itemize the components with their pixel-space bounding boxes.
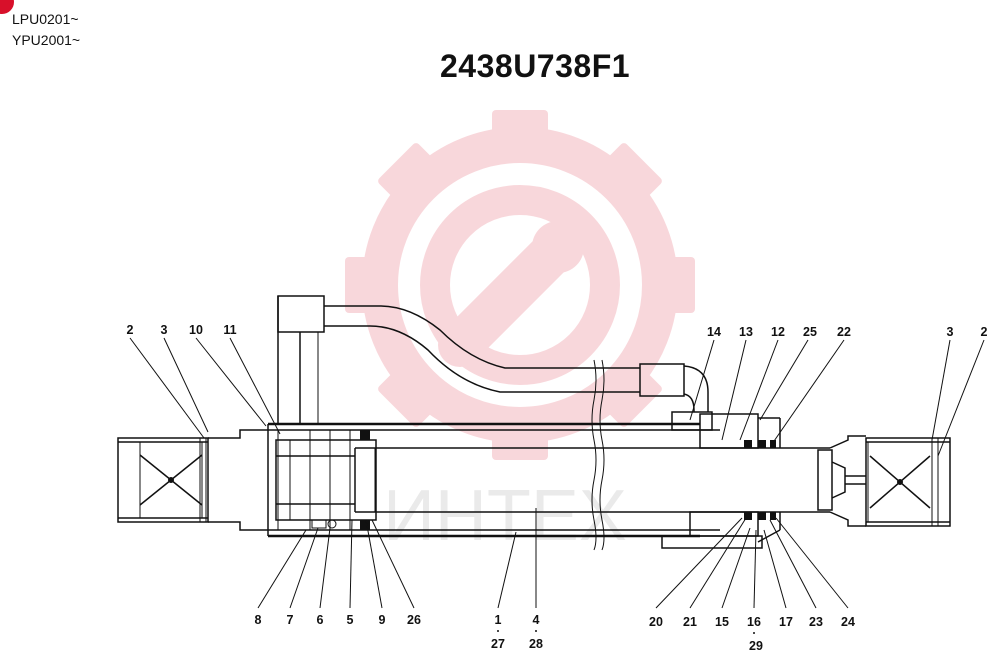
piston-head (275, 430, 377, 530)
callouts-top: 2 3 10 11 14 13 12 25 22 3 2 (127, 323, 988, 339)
callout-6: 6 (317, 613, 324, 627)
hydraulic-pipe (277, 295, 713, 431)
leader-lines-bottom (257, 508, 849, 609)
callout-12: 12 (771, 325, 785, 339)
cylinder-tube (267, 422, 720, 538)
right-eye-bearing (865, 437, 951, 527)
callout-15: 15 (715, 615, 729, 629)
ditto-marks (497, 630, 755, 634)
break-lines (591, 359, 605, 551)
callout-28: 28 (529, 637, 543, 651)
callout-27: 27 (491, 637, 505, 651)
rod-gland (661, 413, 781, 549)
callout-3-left: 3 (161, 323, 168, 337)
callout-16: 16 (747, 615, 761, 629)
callout-9: 9 (379, 613, 386, 627)
callout-7: 7 (287, 613, 294, 627)
callout-21: 21 (683, 615, 697, 629)
callout-2-left: 2 (127, 323, 134, 337)
callout-29: 29 (749, 639, 763, 653)
callouts-bottom: 8 7 6 5 9 26 1 4 20 21 15 16 17 23 24 (255, 613, 855, 629)
callouts-bottom-secondary: 27 28 29 (491, 637, 763, 653)
callout-26: 26 (407, 613, 421, 627)
callout-11: 11 (223, 323, 236, 337)
serial-range-1: LPU0201~ (12, 11, 79, 27)
callout-25: 25 (803, 325, 817, 339)
callout-23: 23 (809, 615, 823, 629)
callout-8: 8 (255, 613, 262, 627)
left-eye-bearing (117, 437, 209, 523)
leader-lines-top (129, 337, 985, 457)
callout-4: 4 (533, 613, 540, 627)
part-number-title: 2438U738F1 (440, 48, 631, 84)
callout-5: 5 (347, 613, 354, 627)
callout-1: 1 (495, 613, 502, 627)
callout-22: 22 (837, 325, 851, 339)
callout-10: 10 (189, 323, 203, 337)
watermark-gear-logo: ИНТЕХ (345, 110, 695, 556)
serial-range-2: YPU2001~ (12, 32, 81, 48)
callout-20: 20 (649, 615, 663, 629)
watermark-text: ИНТЕХ (383, 476, 627, 556)
rod-end-nut (817, 435, 866, 527)
callout-14: 14 (707, 325, 721, 339)
callout-2-right: 2 (981, 325, 988, 339)
callout-24: 24 (841, 615, 855, 629)
callout-3-right: 3 (947, 325, 954, 339)
callout-13: 13 (739, 325, 753, 339)
callout-17: 17 (779, 615, 793, 629)
